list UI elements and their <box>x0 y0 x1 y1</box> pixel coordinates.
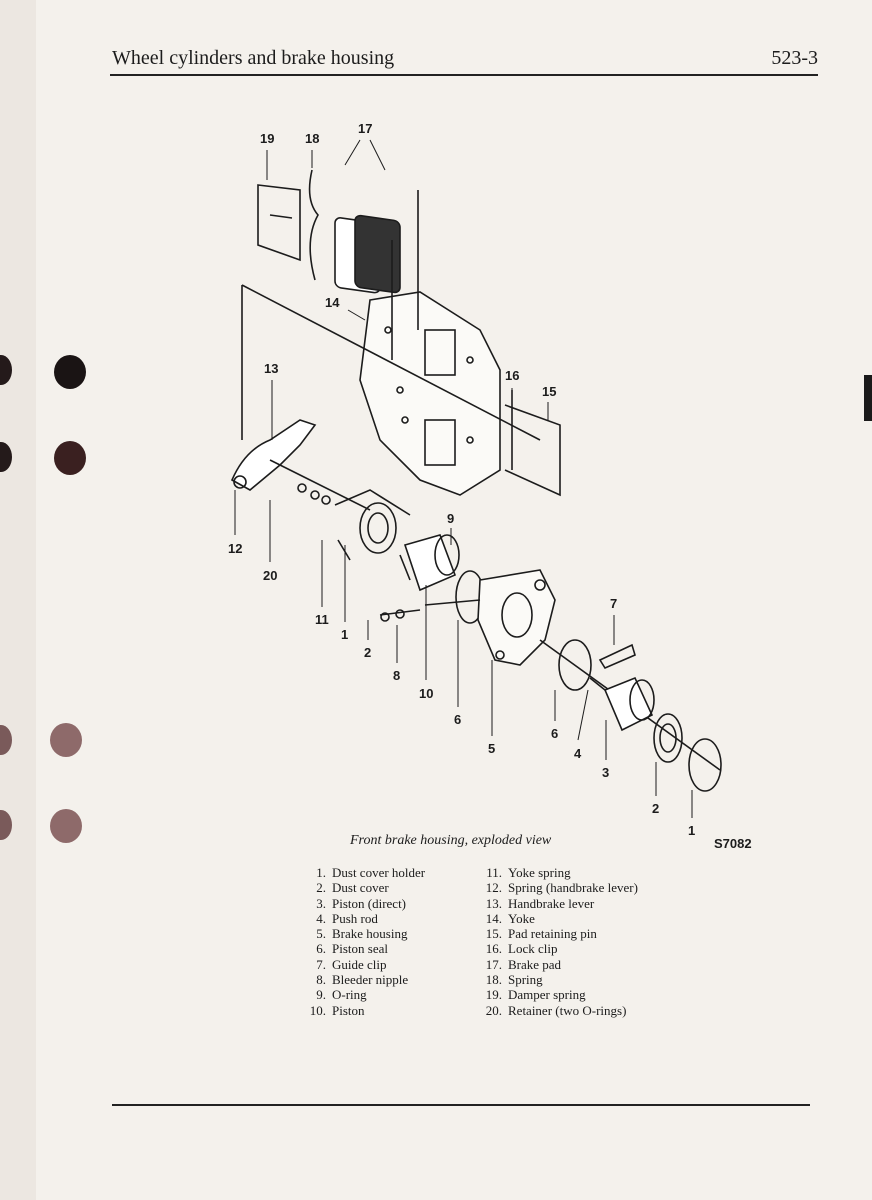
damper-spring-drawing <box>257 184 301 262</box>
bleeder-nipple-drawing <box>379 609 421 622</box>
page-title: Wheel cylinders and brake housing <box>112 47 395 69</box>
legend-item: 3.Piston (direct) <box>316 895 407 911</box>
punch-hole <box>0 442 12 472</box>
legend-item: 7.Guide clip <box>316 956 387 972</box>
legend-item: 6.Piston seal <box>316 941 388 957</box>
legend-item: 11.Yoke spring <box>486 865 571 880</box>
dust-cover-holder-drawing <box>688 738 722 792</box>
callout-3: 3 <box>602 765 609 780</box>
legend-item: 4.Push rod <box>316 910 378 926</box>
callout-5: 5 <box>488 741 495 756</box>
callout-17: 17 <box>358 121 372 136</box>
spring-drawing <box>308 169 319 281</box>
punch-hole <box>50 809 82 843</box>
footer-rule <box>112 1104 810 1106</box>
brake-pad-drawing <box>334 214 401 294</box>
callout-9: 9 <box>447 511 454 526</box>
callout-11: 11 <box>315 612 329 627</box>
callout-13: 13 <box>264 361 278 376</box>
legend-item: 20.Retainer (two O-rings) <box>485 1002 627 1018</box>
callout-6b: 6 <box>551 726 558 741</box>
callout-18: 18 <box>305 131 319 146</box>
callout-7: 7 <box>610 596 617 611</box>
dust-cover-2-drawing <box>653 713 683 763</box>
legend-item: 8.Bleeder nipple <box>316 972 409 988</box>
push-rod-drawing <box>589 677 606 691</box>
section-tab-marker <box>864 375 872 421</box>
legend-item: 19.Damper spring <box>485 987 586 1003</box>
punch-hole <box>54 355 86 389</box>
legend-item: 12.Spring (handbrake lever) <box>485 880 638 896</box>
guide-clip-drawing <box>598 643 636 670</box>
callout-12: 12 <box>228 541 242 556</box>
legend-item: 10.Piston <box>309 1002 365 1018</box>
punch-hole <box>0 725 12 755</box>
dust-cover-drawing <box>334 489 411 561</box>
figure-code: S7082 <box>714 836 752 851</box>
callout-8: 8 <box>393 668 400 683</box>
brake-housing-drawing <box>477 569 556 666</box>
figure-caption: Front brake housing, exploded view <box>350 833 552 848</box>
callout-1b: 1 <box>688 823 695 838</box>
callout-2: 2 <box>364 645 371 660</box>
callout-1: 1 <box>341 627 348 642</box>
callout-14: 14 <box>325 295 340 310</box>
page-header: Wheel cylinders and brake housing 523-3 <box>112 47 818 70</box>
punch-hole <box>54 441 86 475</box>
handbrake-lever-drawing <box>230 419 371 511</box>
callout-6: 6 <box>454 712 461 727</box>
piston-direct-drawing <box>603 676 655 732</box>
callout-20: 20 <box>263 568 277 583</box>
legend-right-column: 11.Yoke spring 12.Spring (handbrake leve… <box>480 865 638 1018</box>
legend-left-column: 1.Dust cover holder 2.Dust cover 3.Pisto… <box>304 865 425 1018</box>
callout-16: 16 <box>505 368 519 383</box>
page-number: 523-3 <box>771 47 818 69</box>
punch-hole <box>0 355 12 385</box>
callout-10: 10 <box>419 686 433 701</box>
legend-item: 15.Pad retaining pin <box>485 926 597 942</box>
callout-2b: 2 <box>652 801 659 816</box>
legend-item: 17.Brake pad <box>485 956 562 972</box>
piston-drawing <box>399 534 460 592</box>
punch-hole <box>0 810 12 840</box>
punch-hole <box>50 723 82 757</box>
callout-4: 4 <box>574 746 582 761</box>
pad-retaining-pin-drawing <box>504 390 561 497</box>
legend-item: 14.Yoke <box>485 910 535 926</box>
binding-margin <box>0 0 36 1200</box>
piston-seal-drawing <box>558 639 592 691</box>
callout-15: 15 <box>542 384 556 399</box>
callout-19: 19 <box>260 131 274 146</box>
header-rule <box>110 74 818 76</box>
legend-item: 2.Dust cover <box>316 880 389 896</box>
legend-item: 18.Spring <box>485 972 543 988</box>
legend-item: 5.Brake housing <box>316 926 408 942</box>
legend-item: 16.Lock clip <box>485 941 558 957</box>
yoke-drawing <box>359 291 501 496</box>
legend-item: 9.O-ring <box>316 987 367 1003</box>
legend-item: 1.Dust cover holder <box>316 865 426 880</box>
legend-item: 13.Handbrake lever <box>485 895 595 911</box>
